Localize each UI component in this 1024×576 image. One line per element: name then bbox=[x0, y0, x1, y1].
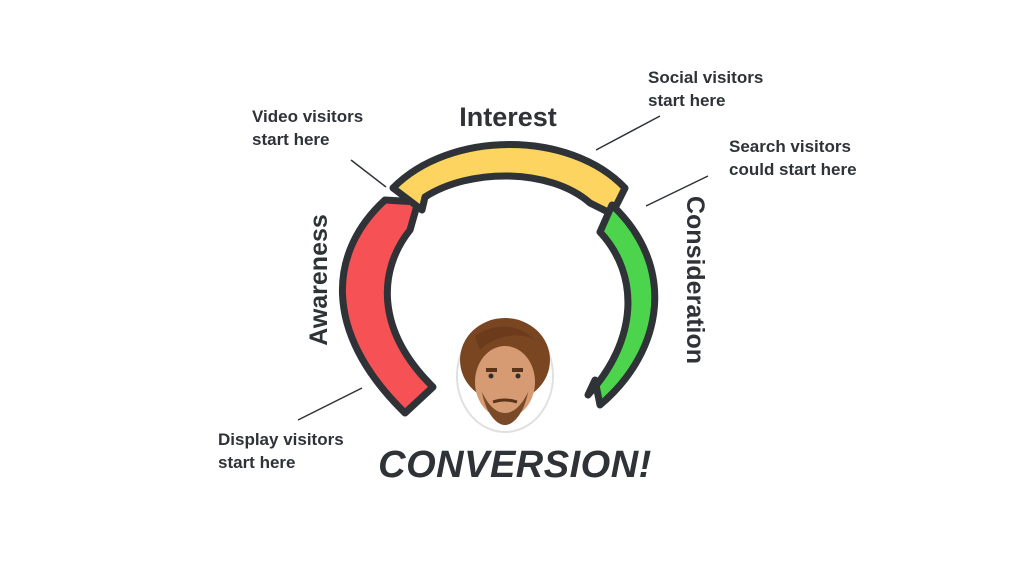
display-pointer-line bbox=[297, 387, 363, 421]
social-note-line-1: Social visitors bbox=[648, 68, 764, 87]
social-pointer-line bbox=[595, 115, 661, 151]
display-note-line-2: start here bbox=[218, 453, 296, 472]
display-note-line-1: Display visitors bbox=[218, 430, 344, 449]
video-note-line-1: Video visitors bbox=[252, 107, 364, 126]
search-visitors-note: Search visitors could start here bbox=[729, 135, 857, 181]
consideration-label: Consideration bbox=[681, 196, 709, 364]
face-icon bbox=[456, 318, 554, 433]
interest-arc bbox=[389, 141, 629, 218]
display-visitors-note: Display visitors start here bbox=[218, 428, 344, 474]
search-note-line-1: Search visitors bbox=[729, 137, 851, 156]
awareness-label: Awareness bbox=[305, 214, 333, 346]
video-visitors-note: Video visitors start here bbox=[252, 105, 363, 151]
social-visitors-note: Social visitors start here bbox=[648, 66, 763, 112]
search-note-line-2: could start here bbox=[729, 160, 857, 179]
video-note-line-2: start here bbox=[252, 130, 330, 149]
search-pointer-line bbox=[645, 175, 709, 207]
consideration-arc bbox=[584, 201, 659, 409]
conversion-title: CONVERSION! bbox=[378, 444, 652, 486]
awareness-arc bbox=[338, 196, 437, 417]
social-note-line-2: start here bbox=[648, 91, 726, 110]
interest-label: Interest bbox=[459, 102, 557, 132]
video-pointer-line bbox=[350, 159, 387, 188]
